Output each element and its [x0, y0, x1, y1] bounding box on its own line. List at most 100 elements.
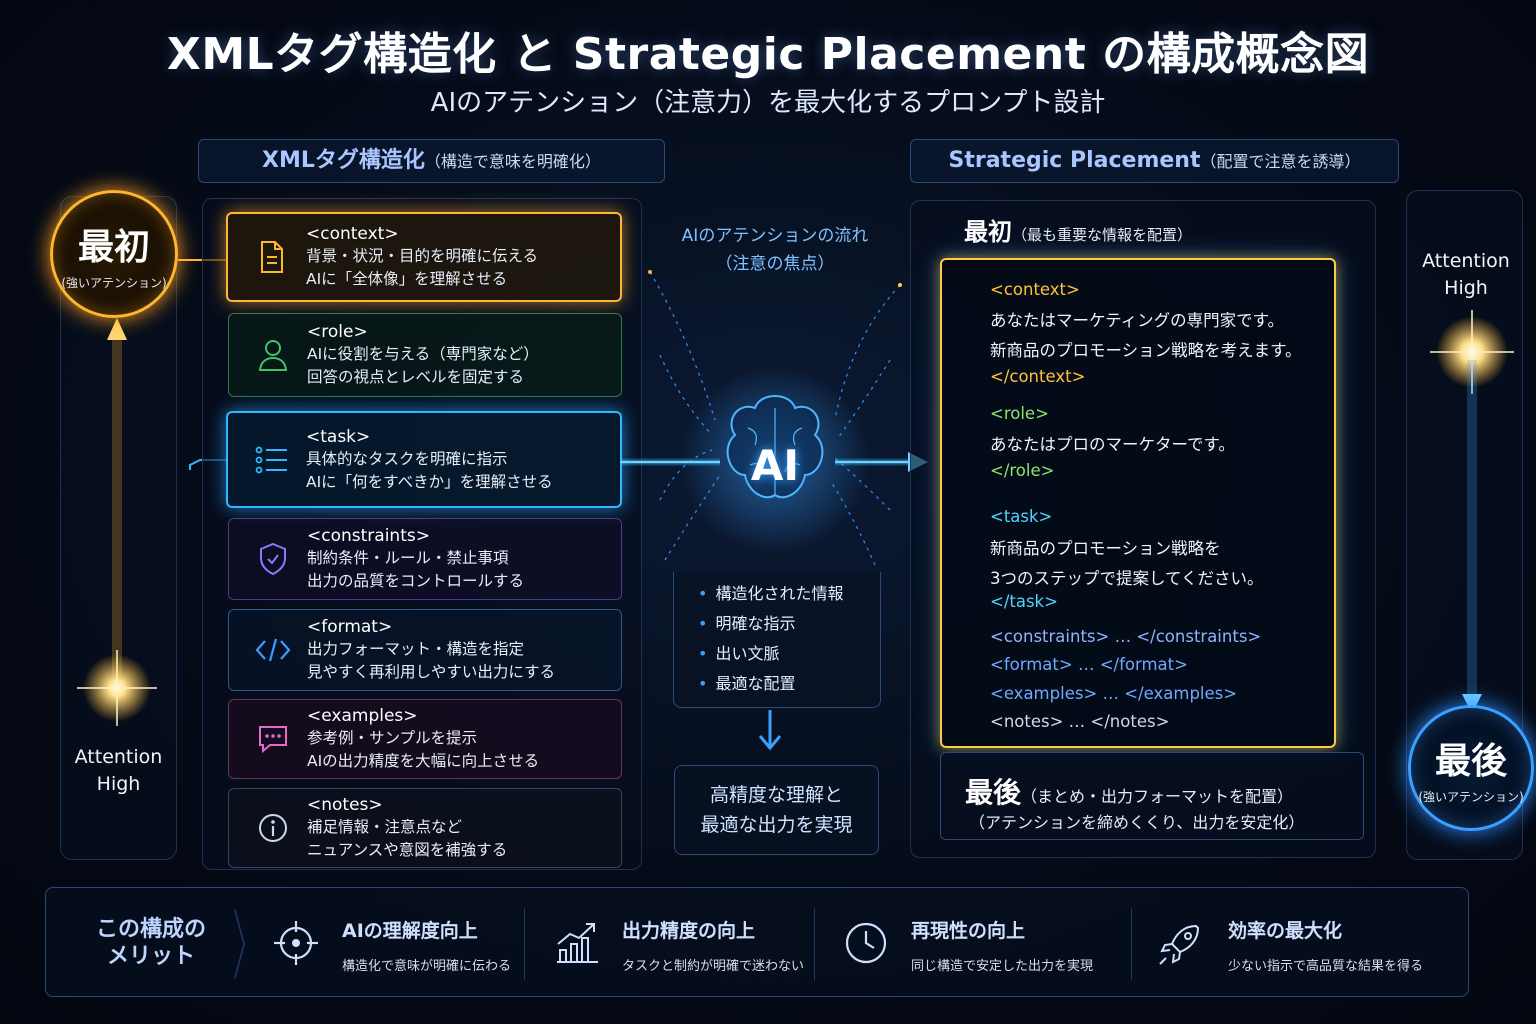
tag-notes-line2: ニュアンスや意図を補強する [307, 841, 508, 859]
xml-header-sub: （構造で意味を明確化） [424, 152, 601, 171]
xml-structure-header: XMLタグ構造化（構造で意味を明確化） [198, 139, 665, 183]
chevron-right-icon [234, 909, 245, 979]
code-constraints: <constraints> … </constraints> [990, 627, 1262, 646]
left-attention-line2: High [96, 773, 141, 795]
tag-notes-name: <notes> [307, 795, 383, 815]
tag-constraints-name: <constraints> [307, 526, 430, 546]
shield-icon [253, 539, 293, 579]
tag-context-line1: 背景・状況・目的を明確に伝える [306, 247, 539, 265]
merit-divider [814, 908, 815, 980]
first-placement-sub: （最も重要な情報を配置） [1012, 226, 1193, 244]
last-placement-title: 最後 [965, 776, 1022, 809]
code-icon [253, 630, 293, 670]
key-points-box: •構造化された情報 •明確な指示 •出い文脈 •最適な配置 [673, 572, 881, 708]
tag-role-line2: 回答の視点とレベルを固定する [307, 368, 525, 386]
key-point-2: •明確な指示 [698, 614, 796, 633]
task-flow-arrow [620, 452, 928, 472]
merit-accuracy-title: 出力精度の向上 [622, 920, 756, 942]
merit-reproducibility-title: 再現性の向上 [911, 920, 1026, 942]
xml-header-main: XMLタグ構造化 [262, 148, 425, 173]
merit-understanding: AIの理解度向上 構造化で意味が明確に伝わる [342, 916, 511, 974]
right-last-circle: 最後 (強いアテンション) [1408, 705, 1534, 831]
merit-divider [524, 908, 525, 980]
tag-card-examples: <examples> 参考例・サンプルを提示 AIの出力精度を大幅に向上させる [228, 699, 622, 779]
merit-understanding-desc: 構造化で意味が明確に伝わる [342, 959, 512, 974]
merits-heading-line2: メリット [106, 944, 195, 969]
merit-efficiency-title: 効率の最大化 [1228, 920, 1343, 942]
tag-constraints-line2: 出力の品質をコントロールする [307, 572, 525, 590]
down-arrow-icon [758, 710, 782, 751]
code-notes: <notes> … </notes> [990, 712, 1170, 731]
right-last-sub: (強いアテンション) [1418, 789, 1524, 804]
prompt-code-box: <context> あなたはマーケティングの専門家です。 新商品のプロモーション… [940, 258, 1336, 748]
tag-task-line1: 具体的なタスクを明確に指示 [306, 449, 508, 468]
target-icon [271, 918, 321, 968]
key-point-3: •出い文脈 [698, 644, 780, 663]
code-task-close: </task> [990, 592, 1058, 611]
code-context-close: </context> [990, 367, 1086, 386]
tag-role-name: <role> [307, 322, 368, 342]
merit-reproducibility-desc: 同じ構造で安定した出力を実現 [911, 959, 1094, 974]
code-format: <format> … </format> [990, 655, 1188, 674]
code-task-open: <task> [990, 507, 1053, 526]
code-context-line1: あなたはマーケティングの専門家です。 [990, 311, 1285, 330]
tag-card-constraints: <constraints> 制約条件・ルール・禁止事項 出力の品質をコントロール… [228, 518, 622, 600]
chat-icon [253, 719, 293, 759]
key-point-1: •構造化された情報 [698, 584, 844, 603]
tag-constraints-line1: 制約条件・ルール・禁止事項 [307, 549, 509, 567]
left-first-sub: (強いアテンション) [61, 275, 167, 290]
right-attention-label: Attention High [1406, 248, 1526, 302]
tag-card-task: <task> 具体的なタスクを明確に指示 AIに「何をすべきか」を理解させる [226, 411, 622, 508]
code-examples: <examples> … </examples> [990, 684, 1238, 703]
clock-icon [841, 918, 891, 968]
result-line2: 最適な出力を実現 [700, 814, 853, 836]
tag-task-line2: AIに「何をすべきか」を理解させる [306, 472, 553, 491]
ai-attention-flow-graphic [648, 270, 902, 566]
tag-role-line1: AIに役割を与える（専門家など） [307, 345, 539, 363]
code-task-line1: 新商品のプロモーション戦略を [990, 539, 1221, 558]
tag-examples-line2: AIの出力精度を大幅に向上させる [307, 752, 540, 770]
right-attention-beam [1430, 310, 1514, 714]
attention-flow-title-2: （注意の焦点） [715, 254, 835, 274]
right-attention-line1: Attention [1422, 250, 1510, 272]
tag-format-name: <format> [307, 617, 393, 637]
merit-accuracy: 出力精度の向上 タスクと制約が明確で迷わない [622, 916, 804, 974]
page-subtitle: AIのアテンション（注意力）を最大化するプロンプト設計 [430, 88, 1106, 118]
merits-bar: この構成の メリット AIの理解度向上 構造化で意味が明確に伝わる 出力精度の向… [45, 887, 1469, 997]
placement-header: Strategic Placement（配置で注意を誘導） [910, 139, 1399, 183]
left-attention-line1: Attention [74, 746, 163, 768]
list-icon [252, 440, 292, 480]
result-box: 高精度な理解と 最適な出力を実現 [674, 765, 879, 855]
person-icon [253, 335, 293, 375]
result-line1: 高精度な理解と [709, 784, 843, 806]
tag-format-line1: 出力フォーマット・構造を指定 [307, 640, 525, 658]
tag-task-name: <task> [306, 426, 371, 447]
right-attention-line2: High [1444, 277, 1488, 299]
ai-label: AI [750, 441, 800, 490]
merits-heading-line1: この構成の [95, 917, 206, 942]
first-placement-heading: 最初（最も重要な情報を配置） [964, 212, 1192, 247]
merit-understanding-title: AIの理解度向上 [342, 920, 478, 942]
code-role-open: <role> [990, 404, 1049, 423]
tag-context-line2: AIに「全体像」を理解させる [306, 270, 508, 288]
attention-flow-title: AIのアテンションの流れ （注意の焦点） [660, 222, 890, 278]
growth-chart-icon [552, 918, 602, 968]
last-placement-box: 最後（まとめ・出力フォーマットを配置） （アテンションを締めくくり、出力を安定化… [940, 752, 1364, 840]
tag-format-line2: 見やすく再利用しやすい出力にする [307, 663, 556, 681]
tag-card-notes: <notes> 補足情報・注意点など ニュアンスや意図を補強する [228, 788, 622, 868]
first-placement-title: 最初 [964, 218, 1012, 246]
right-last-label: 最後 [1434, 740, 1507, 782]
code-role-line1: あなたはプロのマーケターです。 [990, 435, 1235, 454]
attention-flow-title-1: AIのアテンションの流れ [681, 226, 869, 246]
left-attention-label: Attention High [60, 744, 177, 798]
placement-header-main: Strategic Placement [948, 148, 1201, 173]
merit-efficiency: 効率の最大化 少ない指示で高品質な結果を得る [1228, 916, 1423, 974]
placement-header-sub: （配置で注意を誘導） [1200, 152, 1361, 171]
rocket-icon [1156, 918, 1206, 968]
key-point-4: •最適な配置 [698, 674, 796, 693]
last-placement-sub2: （アテンションを締めくくり、出力を安定化） [969, 813, 1305, 832]
merits-heading: この構成の メリット [76, 916, 226, 970]
merit-divider [1131, 908, 1132, 980]
merit-accuracy-desc: タスクと制約が明確で迷わない [622, 959, 805, 974]
code-context-line2: 新商品のプロモーション戦略を考えます。 [990, 341, 1302, 360]
